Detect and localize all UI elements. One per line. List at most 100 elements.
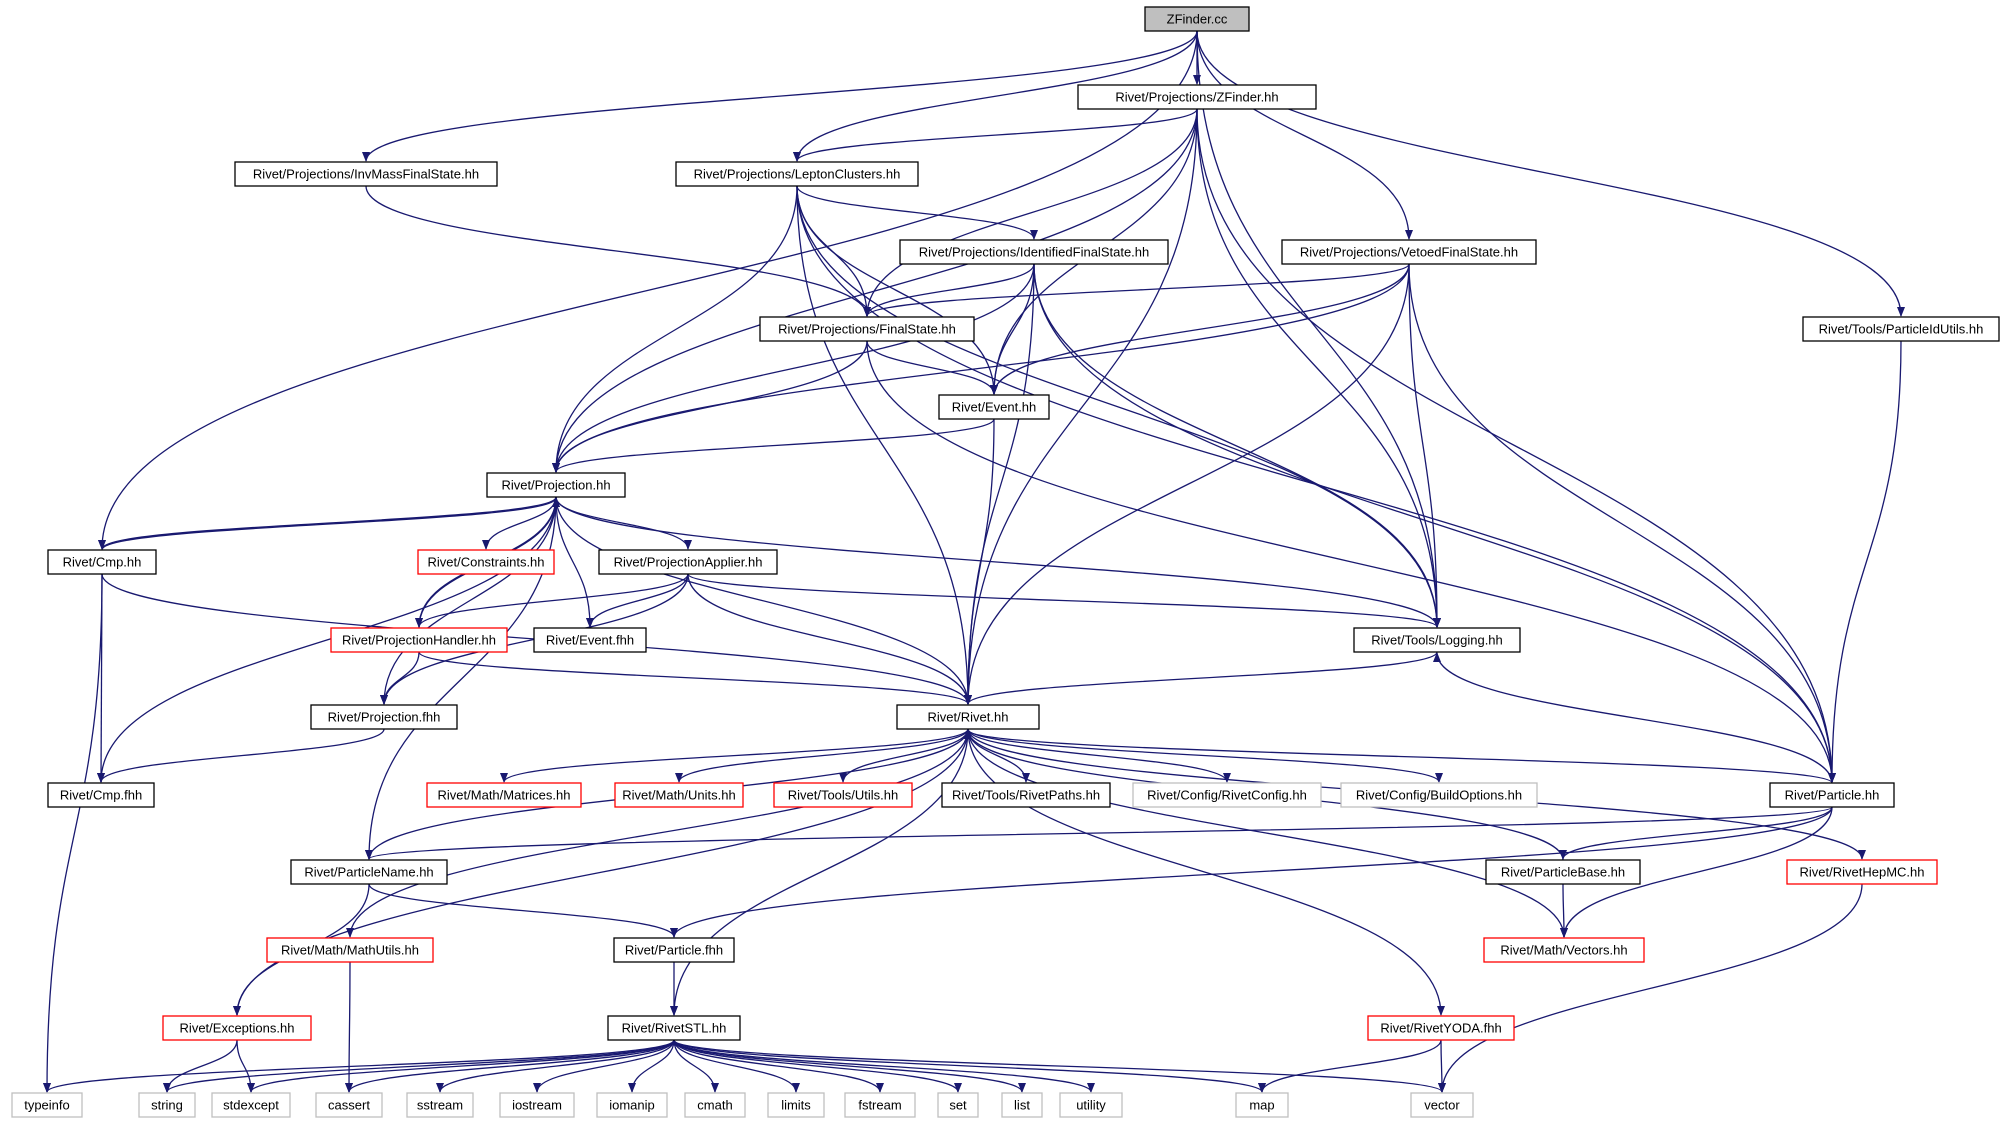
edge-path: [1408, 263, 1441, 628]
edge-proj-lepton-to-rivet-hh: [796, 185, 972, 705]
edge-logging-to-rivet-hh: [964, 651, 1438, 705]
edge-path: [1408, 263, 1836, 783]
edge-rivetstl-to-utility: [673, 1039, 1095, 1093]
node-projection-hh[interactable]: Rivet/Projection.hh: [486, 472, 626, 498]
edge-projection-hh-to-event-fhh: [555, 496, 594, 628]
node-proj-invmass[interactable]: Rivet/Projections/InvMassFinalState.hh: [234, 161, 498, 187]
node-event-fhh[interactable]: Rivet/Event.fhh: [533, 627, 647, 653]
node-string[interactable]: string: [138, 1092, 196, 1118]
edge-path: [793, 30, 1198, 162]
edge-path: [98, 496, 557, 550]
node-box: [1059, 1092, 1123, 1118]
edge-path: [964, 108, 1198, 705]
node-box: [47, 549, 157, 575]
node-proj-finalstate[interactable]: Rivet/Projections/FinalState.hh: [759, 316, 975, 342]
node-exceptions[interactable]: Rivet/Exceptions.hh: [162, 1015, 312, 1041]
edge-proj-invmass-to-proj-finalstate: [365, 185, 871, 317]
node-utility[interactable]: utility: [1059, 1092, 1123, 1118]
node-fstream[interactable]: fstream: [844, 1092, 916, 1118]
node-projection-fhh[interactable]: Rivet/Projection.fhh: [310, 704, 458, 730]
node-stdexcept[interactable]: stdexcept: [211, 1092, 291, 1118]
edge-proj-identified-to-logging: [1033, 263, 1441, 628]
node-label: Rivet/RivetHepMC.hh: [1800, 865, 1925, 880]
node-label: iomanip: [609, 1098, 655, 1113]
edge-projapplier-to-projhandler: [415, 573, 689, 628]
node-box: [1769, 782, 1895, 808]
node-box: [47, 782, 155, 808]
node-rivetpaths[interactable]: Rivet/Tools/RivetPaths.hh: [941, 782, 1111, 808]
edge-proj-lepton-to-projection-hh: [552, 185, 798, 473]
edge-proj-vetoed-to-rivet-hh: [964, 263, 1410, 705]
node-box: [607, 1015, 741, 1041]
node-proj-identified[interactable]: Rivet/Projections/IdentifiedFinalState.h…: [899, 239, 1169, 265]
node-box: [406, 1092, 474, 1118]
node-box: [598, 549, 778, 575]
node-box: [1410, 1092, 1474, 1118]
node-label: utility: [1076, 1098, 1106, 1113]
node-cassert[interactable]: cassert: [315, 1092, 383, 1118]
node-label: typeinfo: [24, 1098, 70, 1113]
node-rivetyoda[interactable]: Rivet/RivetYODA.fhh: [1367, 1015, 1515, 1041]
node-box: [1001, 1092, 1043, 1118]
edge-path: [670, 728, 969, 1016]
node-cmp-fhh[interactable]: Rivet/Cmp.fhh: [47, 782, 155, 808]
node-box: [844, 1092, 916, 1118]
node-label: Rivet/Event.hh: [952, 400, 1037, 415]
node-proj-lepton[interactable]: Rivet/Projections/LeptonClusters.hh: [675, 161, 919, 187]
edge-path: [236, 1039, 255, 1093]
edge-proj-zfinder-to-logging: [1196, 108, 1441, 628]
node-projhandler[interactable]: Rivet/ProjectionHandler.hh: [330, 627, 508, 653]
node-rivet-hh[interactable]: Rivet/Rivet.hh: [896, 704, 1040, 730]
node-cmath[interactable]: cmath: [684, 1092, 746, 1118]
node-event-hh[interactable]: Rivet/Event.hh: [938, 394, 1050, 420]
edge-exceptions-to-stdexcept: [236, 1039, 255, 1093]
edge-rivethepmc-to-vector: [1438, 883, 1863, 1093]
edge-projhandler-to-projection-fhh: [380, 651, 420, 705]
node-proj-zfinder[interactable]: Rivet/Projections/ZFinder.hh: [1077, 84, 1317, 110]
edge-path: [345, 1039, 675, 1093]
node-box: [499, 1092, 575, 1118]
node-particle-fhh[interactable]: Rivet/Particle.fhh: [613, 937, 735, 963]
node-zfinder-cc[interactable]: ZFinder.cc: [1144, 6, 1250, 32]
node-logging[interactable]: Rivet/Tools/Logging.hh: [1353, 627, 1521, 653]
node-list[interactable]: list: [1001, 1092, 1043, 1118]
node-matrices[interactable]: Rivet/Math/Matrices.hh: [426, 782, 582, 808]
node-vector[interactable]: vector: [1410, 1092, 1474, 1118]
node-utils[interactable]: Rivet/Tools/Utils.hh: [773, 782, 913, 808]
node-cmp-hh[interactable]: Rivet/Cmp.hh: [47, 549, 157, 575]
node-particle-hh[interactable]: Rivet/Particle.hh: [1769, 782, 1895, 808]
node-map[interactable]: map: [1235, 1092, 1289, 1118]
node-vectors[interactable]: Rivet/Math/Vectors.hh: [1483, 937, 1645, 963]
edge-path: [533, 1039, 675, 1093]
node-iomanip[interactable]: iomanip: [596, 1092, 668, 1118]
node-proj-vetoed[interactable]: Rivet/Projections/VetoedFinalState.hh: [1281, 239, 1537, 265]
edge-projection-hh-to-cmp-hh: [98, 496, 557, 550]
node-particlebase[interactable]: Rivet/ParticleBase.hh: [1485, 859, 1641, 885]
node-projapplier[interactable]: Rivet/ProjectionApplier.hh: [598, 549, 778, 575]
node-mathutils[interactable]: Rivet/Math/MathUtils.hh: [266, 937, 434, 963]
node-rivethepmc[interactable]: Rivet/RivetHepMC.hh: [1786, 859, 1938, 885]
node-rivetconfig[interactable]: Rivet/Config/RivetConfig.hh: [1132, 782, 1322, 808]
node-label: Rivet/Projections/ZFinder.hh: [1115, 90, 1278, 105]
node-label: Rivet/Config/RivetConfig.hh: [1147, 788, 1307, 803]
node-buildoptions[interactable]: Rivet/Config/BuildOptions.hh: [1340, 782, 1538, 808]
node-limits[interactable]: limits: [767, 1092, 825, 1118]
node-typeinfo[interactable]: typeinfo: [11, 1092, 83, 1118]
edge-projection-hh-to-projection-fhh: [380, 496, 557, 705]
edge-path: [552, 108, 1198, 473]
node-set[interactable]: set: [937, 1092, 979, 1118]
edge-projection-fhh-to-cmp-fhh: [97, 728, 385, 783]
node-iostream[interactable]: iostream: [499, 1092, 575, 1118]
node-rivetstl[interactable]: Rivet/RivetSTL.hh: [607, 1015, 741, 1041]
node-label: vector: [1424, 1098, 1460, 1113]
edge-path: [967, 728, 1231, 783]
node-sstream[interactable]: sstream: [406, 1092, 474, 1118]
node-box: [266, 937, 434, 963]
edge-path: [552, 418, 995, 473]
node-label: Rivet/Tools/RivetPaths.hh: [952, 788, 1100, 803]
node-units[interactable]: Rivet/Math/Units.hh: [614, 782, 744, 808]
node-particlename[interactable]: Rivet/ParticleName.hh: [290, 859, 448, 885]
node-tools-pidutils[interactable]: Rivet/Tools/ParticleIdUtils.hh: [1802, 316, 2000, 342]
node-label: Rivet/Event.fhh: [546, 633, 634, 648]
node-constraints[interactable]: Rivet/Constraints.hh: [417, 549, 555, 575]
